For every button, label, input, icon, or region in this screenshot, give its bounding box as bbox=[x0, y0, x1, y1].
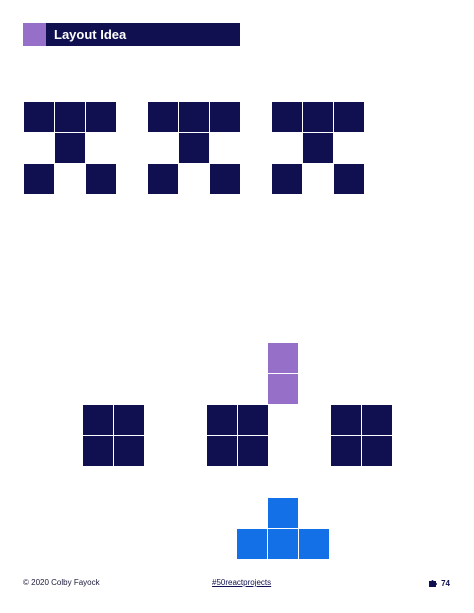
tile bbox=[268, 374, 298, 404]
tile bbox=[55, 102, 85, 132]
tile bbox=[179, 133, 209, 163]
title-accent-block bbox=[23, 23, 46, 46]
tile bbox=[210, 102, 240, 132]
tile bbox=[238, 405, 268, 435]
tile bbox=[148, 102, 178, 132]
tile bbox=[207, 436, 237, 466]
tile bbox=[331, 405, 361, 435]
page-number: 74 bbox=[441, 578, 450, 588]
tile bbox=[86, 164, 116, 194]
footer-hashtag-link[interactable]: #50reactprojects bbox=[212, 578, 272, 587]
tile bbox=[55, 133, 85, 163]
tile bbox=[362, 436, 392, 466]
tile bbox=[207, 405, 237, 435]
tile bbox=[238, 436, 268, 466]
footer-page-number: 74 bbox=[428, 578, 450, 588]
tile bbox=[334, 102, 364, 132]
tile bbox=[299, 529, 329, 559]
section-title: Layout Idea bbox=[54, 27, 127, 42]
footer-copyright: © 2020 Colby Fayock bbox=[23, 578, 100, 587]
tile bbox=[334, 164, 364, 194]
puzzle-icon bbox=[429, 580, 438, 587]
tile bbox=[331, 436, 361, 466]
tile bbox=[179, 102, 209, 132]
tile bbox=[83, 436, 113, 466]
tile bbox=[210, 164, 240, 194]
tile bbox=[272, 102, 302, 132]
tile bbox=[362, 405, 392, 435]
tile bbox=[86, 102, 116, 132]
tile bbox=[24, 164, 54, 194]
tile bbox=[83, 405, 113, 435]
tile bbox=[268, 529, 298, 559]
tile bbox=[268, 343, 298, 373]
tile bbox=[237, 529, 267, 559]
tile bbox=[303, 133, 333, 163]
tile bbox=[148, 164, 178, 194]
tile bbox=[303, 102, 333, 132]
section-title-bar: Layout Idea bbox=[23, 23, 240, 46]
tile bbox=[24, 102, 54, 132]
tile bbox=[272, 164, 302, 194]
tile bbox=[114, 405, 144, 435]
tile bbox=[114, 436, 144, 466]
tile bbox=[268, 498, 298, 528]
